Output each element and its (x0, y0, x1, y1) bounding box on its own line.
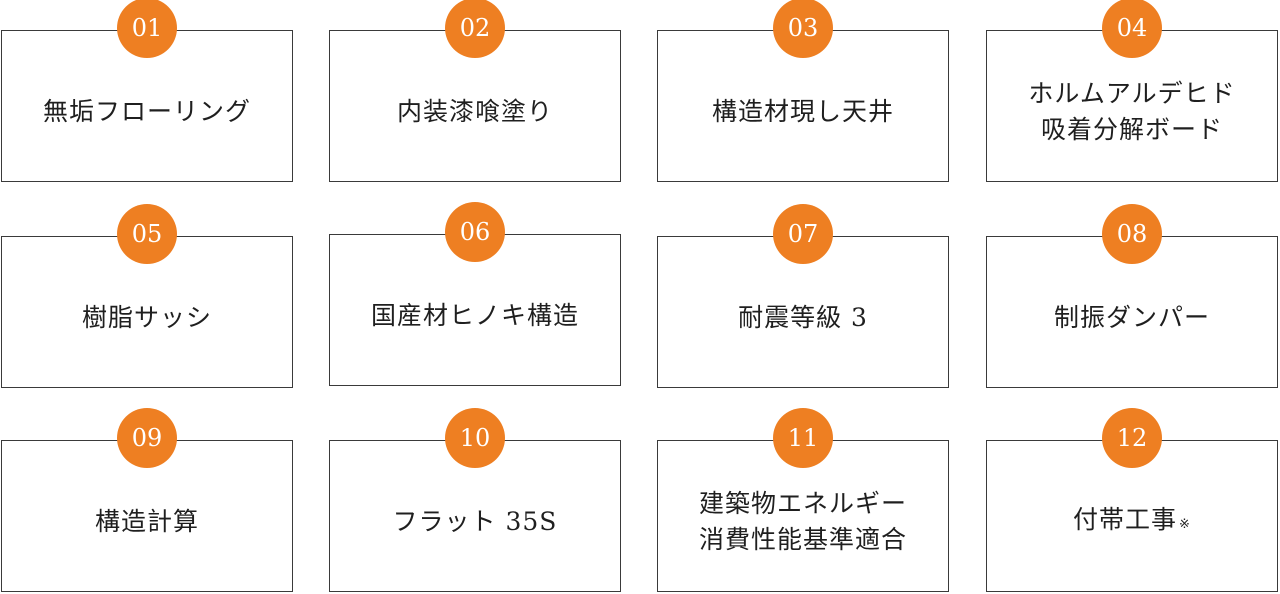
feature-label: 構造材現し天井 (712, 94, 894, 130)
feature-label-line: 内装漆喰塗り (396, 97, 553, 126)
feature-label-line: フラット 35S (392, 507, 558, 536)
feature-label: 無垢フローリング (43, 94, 251, 130)
feature-label: フラット 35S (393, 504, 558, 540)
feature-label: 耐震等級 3 (738, 300, 868, 336)
feature-label-line: 耐震等級 3 (738, 303, 868, 332)
feature-label: ホルムアルデヒド 吸着分解ボード (1028, 76, 1235, 148)
feature-label: 内装漆喰塗り (397, 94, 553, 130)
number-badge: 11 (773, 408, 833, 468)
feature-label-line: 付帯工事※ (1073, 502, 1191, 543)
feature-label-line: 無垢フローリング (42, 97, 251, 126)
feature-label-line: 構造材現し天井 (711, 97, 894, 126)
feature-label-line: 吸着分解ボード (1040, 115, 1223, 144)
feature-label: 構造計算 (95, 504, 199, 540)
number-badge: 02 (445, 0, 505, 58)
number-badge: 09 (117, 408, 177, 468)
number-badge: 04 (1102, 0, 1162, 58)
number-badge: 06 (445, 202, 505, 262)
feature-card-12: 12 付帯工事※ (986, 408, 1278, 592)
feature-card-05: 05 樹脂サッシ (1, 204, 293, 388)
number-badge: 08 (1102, 204, 1162, 264)
number-badge: 07 (773, 204, 833, 264)
feature-label-line: 国産材ヒノキ構造 (370, 301, 579, 330)
feature-card-07: 07 耐震等級 3 (657, 204, 949, 388)
feature-card-03: 03 構造材現し天井 (657, 0, 949, 182)
feature-label-line: 樹脂サッシ (81, 303, 212, 332)
feature-label-line: 消費性能基準適合 (698, 525, 907, 554)
feature-label-line: 制振ダンパー (1053, 303, 1210, 332)
feature-card-08: 08 制振ダンパー (986, 204, 1278, 388)
feature-label-text: 付帯工事 (1073, 504, 1178, 534)
feature-card-02: 02 内装漆喰塗り (329, 0, 621, 182)
feature-label: 国産材ヒノキ構造 (371, 298, 579, 334)
number-badge: 03 (773, 0, 833, 58)
feature-label-line: ホルムアルデヒド (1028, 79, 1236, 108)
feature-card-10: 10 フラット 35S (329, 408, 621, 592)
feature-card-01: 01 無垢フローリング (1, 0, 293, 182)
feature-card-04: 04 ホルムアルデヒド 吸着分解ボード (986, 0, 1278, 182)
feature-card-06: 06 国産材ヒノキ構造 (329, 202, 621, 386)
feature-label: 樹脂サッシ (82, 300, 212, 336)
number-badge: 05 (117, 204, 177, 264)
feature-label: 制振ダンパー (1054, 300, 1210, 336)
feature-card-11: 11 建築物エネルギー 消費性能基準適合 (657, 408, 949, 592)
feature-label: 付帯工事※ (1073, 502, 1191, 543)
feature-label-line: 構造計算 (94, 507, 199, 536)
feature-label-line: 建築物エネルギー (698, 489, 907, 518)
number-badge: 12 (1102, 408, 1162, 468)
feature-label: 建築物エネルギー 消費性能基準適合 (699, 486, 907, 558)
number-badge: 01 (117, 0, 177, 58)
number-badge: 10 (445, 408, 505, 468)
feature-card-09: 09 構造計算 (1, 408, 293, 592)
footnote-mark: ※ (1179, 516, 1191, 532)
